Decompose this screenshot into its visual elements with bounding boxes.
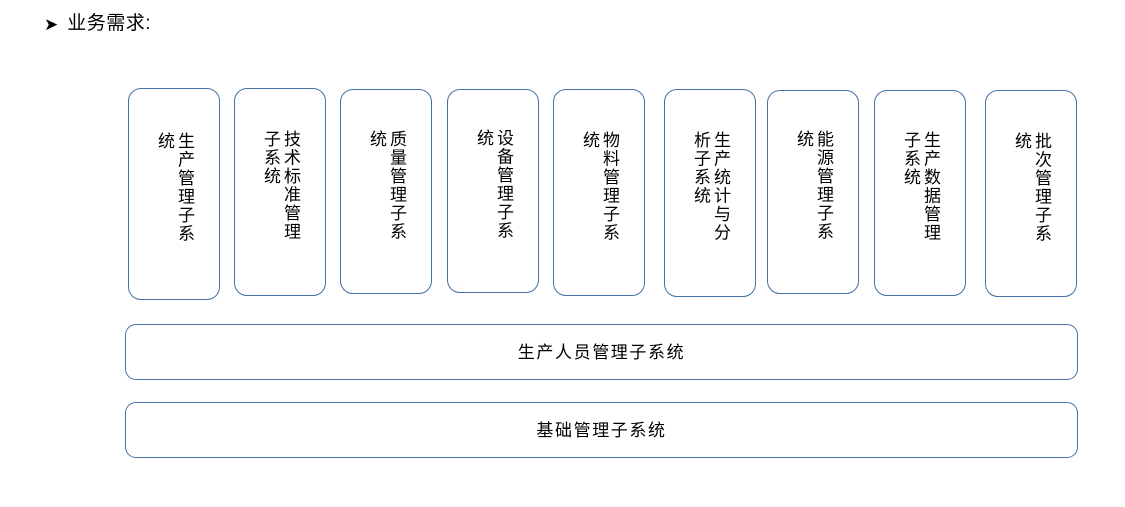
foundation-bar[interactable]: 生产人员管理子系统: [125, 324, 1078, 380]
subsystem-card-label: 技术标准管理子系统: [261, 130, 301, 241]
subsystem-card[interactable]: 质量管理子系统: [340, 89, 432, 294]
section-header: ➤ 业务需求:: [44, 14, 151, 33]
subsystem-card[interactable]: 物料管理子系统: [553, 89, 645, 296]
subsystem-card[interactable]: 生产数据管理子系统: [874, 90, 966, 296]
subsystem-card[interactable]: 生产管理子系统: [128, 88, 220, 300]
subsystem-card-label: 能源管理子系统: [794, 130, 834, 241]
foundation-bar[interactable]: 基础管理子系统: [125, 402, 1078, 458]
subsystem-card-label: 批次管理子系统: [1012, 131, 1052, 243]
subsystem-card[interactable]: 批次管理子系统: [985, 90, 1077, 297]
page-title: 业务需求:: [67, 13, 152, 34]
subsystem-card-label: 质量管理子系统: [367, 129, 407, 241]
subsystem-card[interactable]: 设备管理子系统: [447, 89, 539, 293]
subsystem-card[interactable]: 生产统计与分析子系统: [664, 89, 756, 297]
foundation-bar-label: 基础管理子系统: [536, 420, 667, 440]
arrow-bullet-icon: ➤: [44, 15, 59, 34]
subsystem-card[interactable]: 能源管理子系统: [767, 90, 859, 294]
subsystem-card-label: 生产统计与分析子系统: [691, 131, 731, 242]
subsystem-card-label: 设备管理子系统: [474, 129, 514, 240]
subsystem-card-label: 生产数据管理子系统: [901, 131, 941, 242]
subsystem-card[interactable]: 技术标准管理子系统: [234, 88, 326, 296]
foundation-bar-label: 生产人员管理子系统: [517, 342, 686, 362]
subsystem-card-label: 生产管理子系统: [155, 132, 195, 243]
subsystem-card-label: 物料管理子系统: [580, 130, 620, 242]
